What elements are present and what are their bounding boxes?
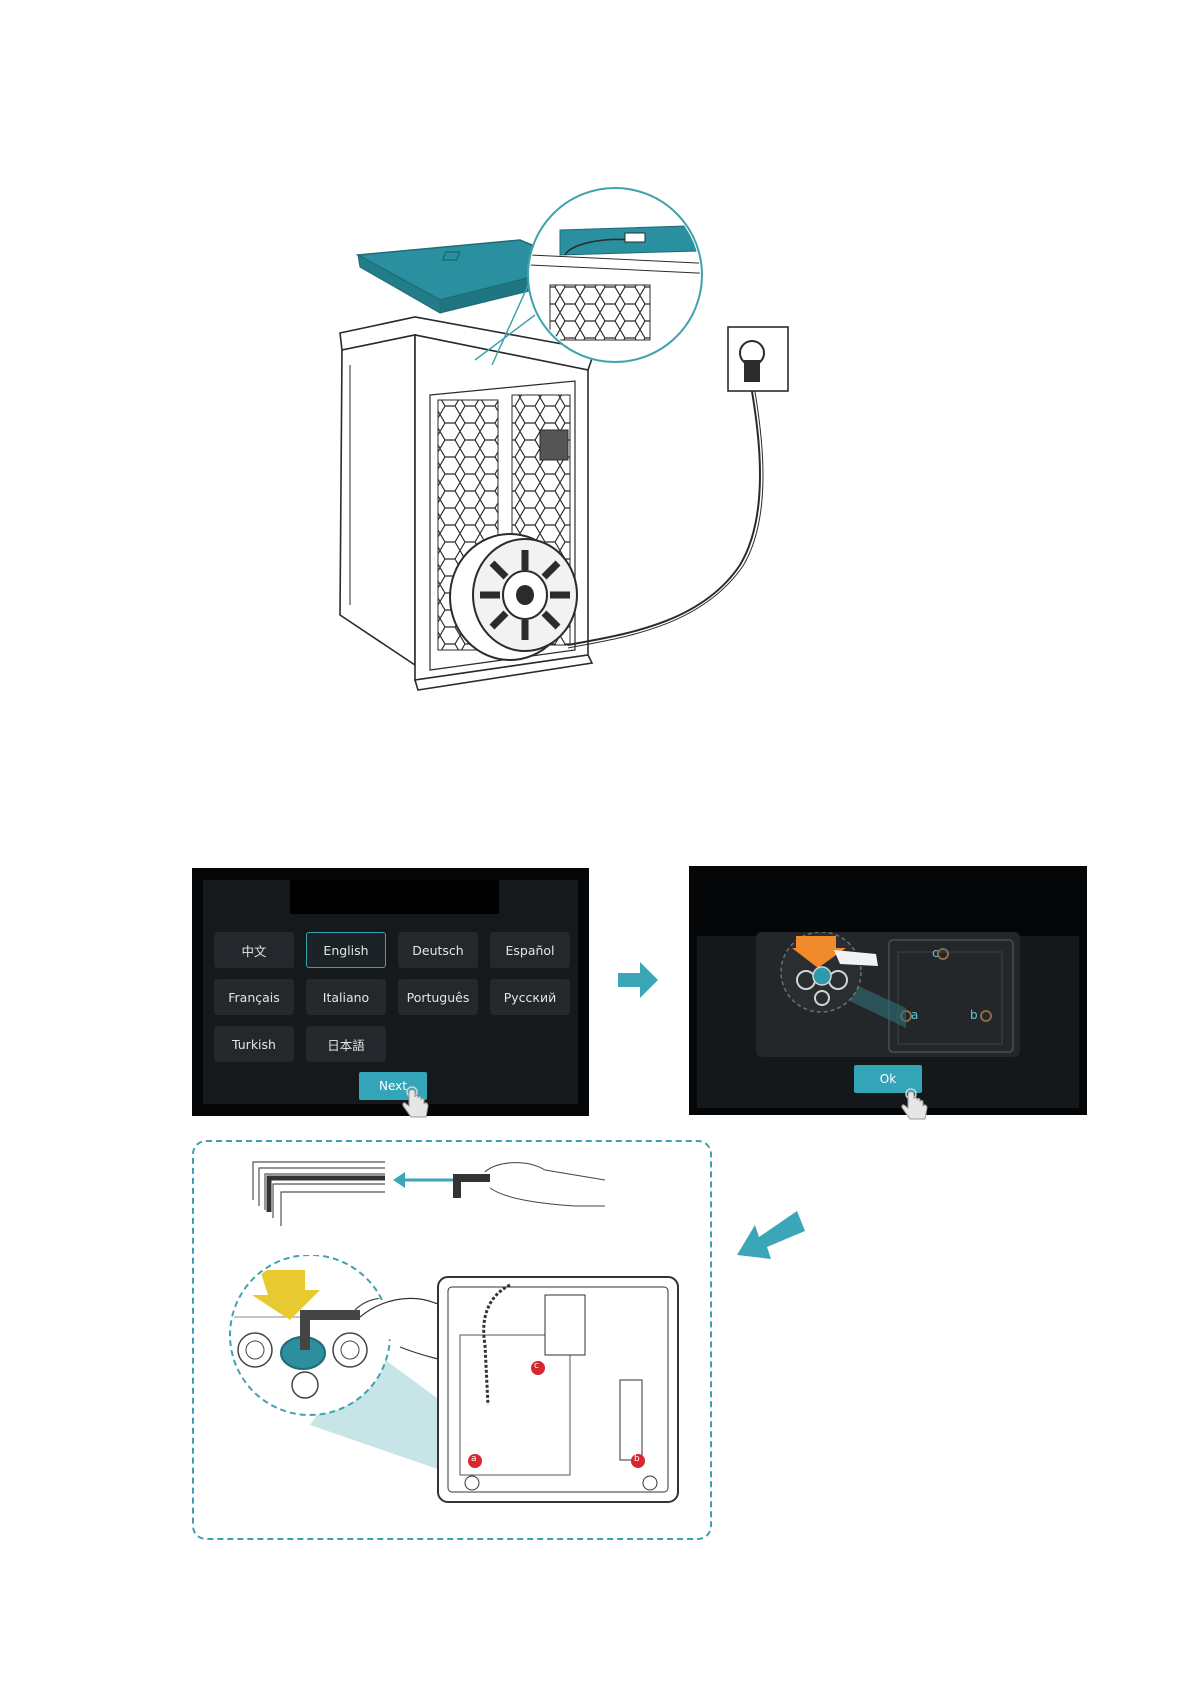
point-marker-b: b xyxy=(634,1454,640,1464)
point-label-c: c xyxy=(932,946,939,960)
language-option-german[interactable]: Deutsch xyxy=(398,932,478,968)
screen-content: 中文 English Deutsch Español Français Ital… xyxy=(203,880,578,1104)
power-cable xyxy=(568,380,760,645)
power-socket xyxy=(728,327,788,391)
screen-title-bar xyxy=(290,880,499,914)
language-option-portuguese[interactable]: Português xyxy=(398,979,478,1015)
language-option-french[interactable]: Français xyxy=(214,979,294,1015)
language-option-english[interactable]: English xyxy=(306,932,386,968)
hex-key-set-illustration xyxy=(245,1160,615,1240)
point-marker-a: a xyxy=(471,1454,477,1464)
language-option-russian[interactable]: Русский xyxy=(490,979,570,1015)
point-marker-c: c xyxy=(534,1361,539,1371)
leveling-illustration-panel: c a b xyxy=(756,932,1020,1057)
printer-illustration xyxy=(320,185,860,705)
point-label-b: b xyxy=(970,1008,978,1022)
language-option-turkish[interactable]: Turkish xyxy=(214,1026,294,1062)
language-selection-screen: 中文 English Deutsch Español Français Ital… xyxy=(192,868,589,1116)
arrow-right-icon xyxy=(618,962,660,998)
language-option-spanish[interactable]: Español xyxy=(490,932,570,968)
arrow-down-left-icon xyxy=(735,1209,805,1269)
leveling-prompt-screen: c a b Ok xyxy=(689,866,1087,1115)
tap-hand-icon xyxy=(899,1088,931,1122)
leveling-knob-closeup xyxy=(210,1255,690,1505)
language-option-japanese[interactable]: 日本語 xyxy=(306,1026,386,1062)
language-option-chinese[interactable]: 中文 xyxy=(214,932,294,968)
tap-hand-icon xyxy=(400,1086,432,1120)
language-option-italian[interactable]: Italiano xyxy=(306,979,386,1015)
fan-grille xyxy=(540,430,568,460)
point-label-a: a xyxy=(911,1008,918,1022)
